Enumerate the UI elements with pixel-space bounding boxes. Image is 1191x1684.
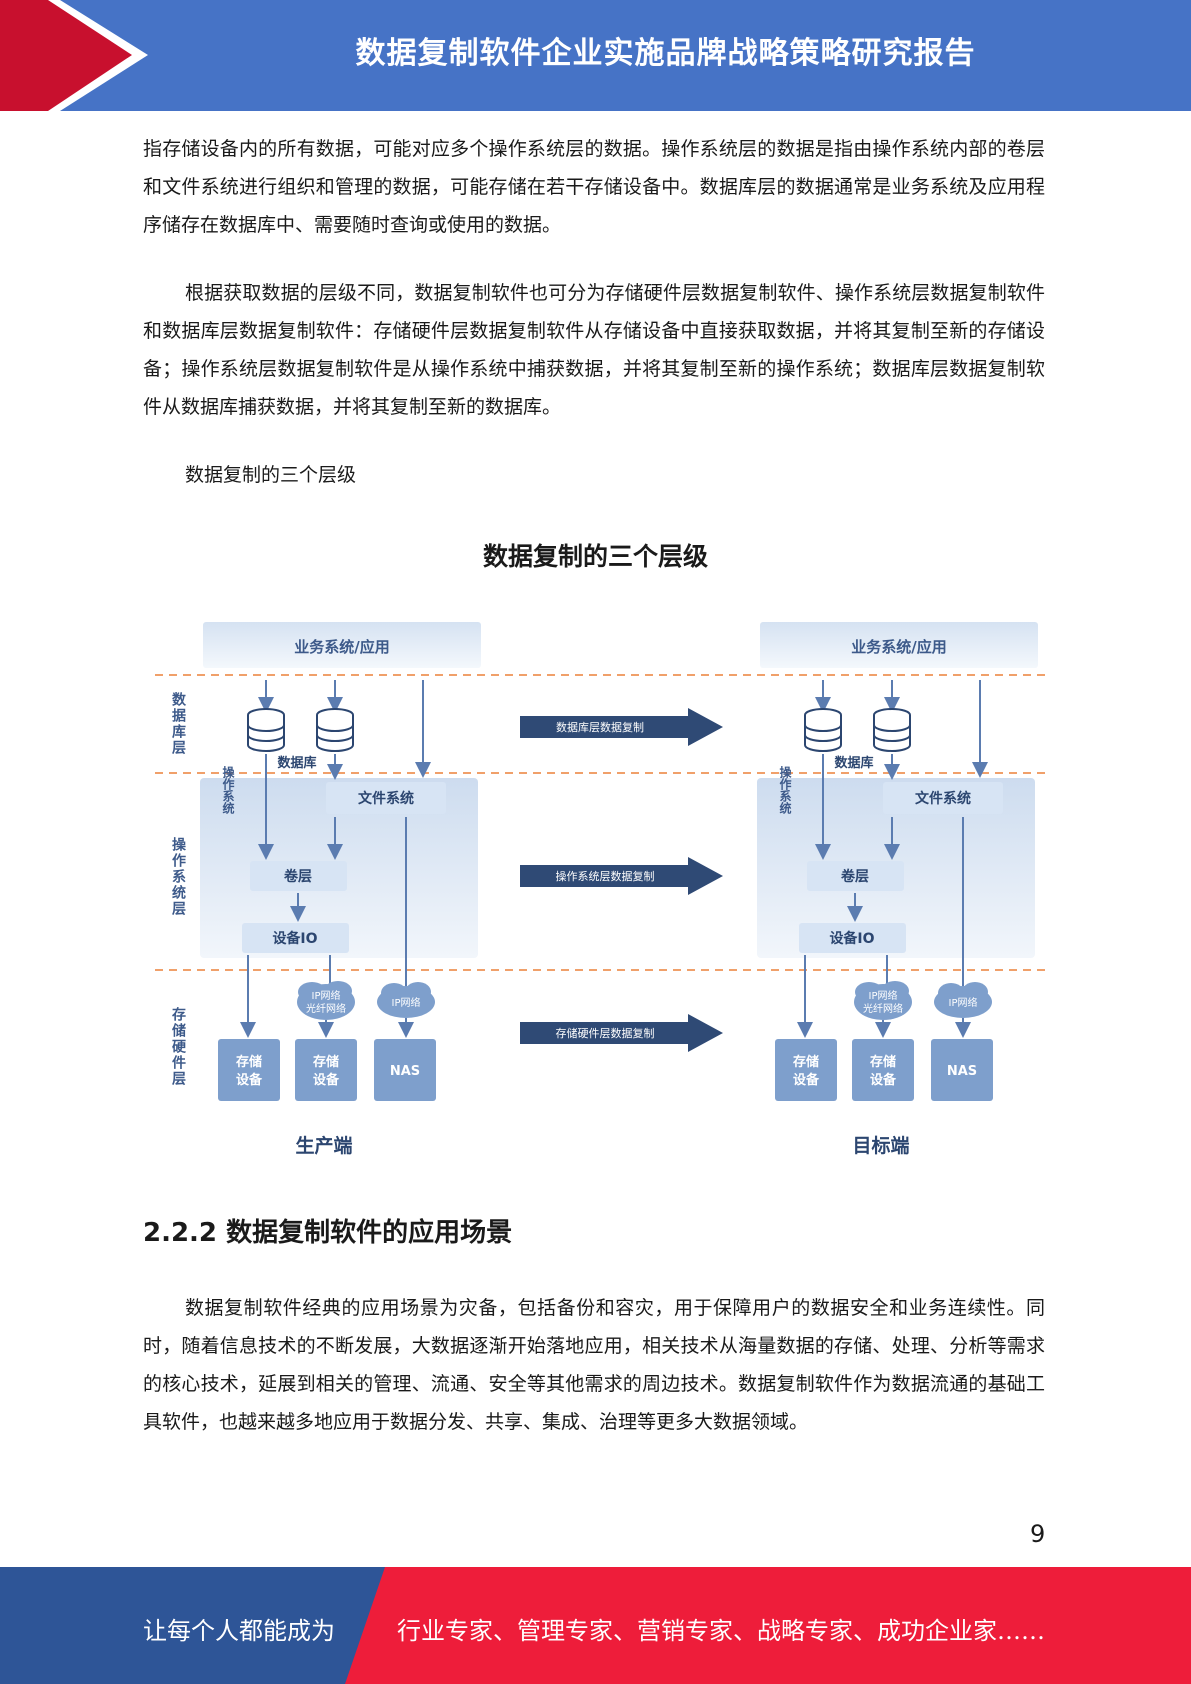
device-io-box	[799, 923, 906, 953]
storage-device-box	[295, 1039, 357, 1101]
app-box	[203, 622, 481, 668]
svg-text:存储: 存储	[870, 1054, 896, 1070]
filesystem-label: 文件系统	[358, 790, 414, 807]
device-io-label: 设备IO	[272, 930, 317, 947]
svg-text:存储: 存储	[313, 1054, 339, 1070]
volume-box	[250, 861, 347, 891]
storage-device-box	[852, 1039, 914, 1101]
database-icon	[316, 708, 354, 752]
svg-text:存储: 存储	[793, 1054, 819, 1070]
target-side: 业务系统/应用 数据库 操作系统 文件系统 卷层 设备IO	[757, 622, 1038, 1157]
svg-text:光纤网络: 光纤网络	[863, 1002, 903, 1015]
page-number: 9	[1030, 1520, 1046, 1548]
production-caption: 生产端	[295, 1134, 352, 1157]
os-label: 操作系统	[221, 765, 235, 815]
body-text: 指存储设备内的所有数据，可能对应多个操作系统层的数据。操作系统层的数据是指由操作…	[143, 130, 1045, 494]
svg-text:数据库层数据复制: 数据库层数据复制	[556, 720, 644, 734]
svg-text:操作系统层数据复制: 操作系统层数据复制	[556, 869, 655, 883]
storage-device-box	[218, 1039, 280, 1101]
svg-text:设备: 设备	[870, 1072, 897, 1088]
paragraph-replication-types: 根据获取数据的层级不同，数据复制软件也可分为存储硬件层数据复制软件、操作系统层数…	[143, 282, 1045, 418]
layer-label-database: 数据库层	[170, 691, 186, 756]
volume-label: 卷层	[283, 868, 312, 885]
layer-label-storage: 存储硬件层	[170, 1006, 187, 1087]
layer-label-os: 操作系统层	[170, 836, 186, 917]
app-label: 业务系统/应用	[294, 638, 389, 656]
filesystem-label: 文件系统	[915, 790, 971, 807]
svg-text:光纤网络: 光纤网络	[306, 1002, 346, 1015]
section-body: 数据复制软件经典的应用场景为灾备，包括备份和容灾，用于保障用户的数据安全和业务连…	[143, 1289, 1045, 1441]
database-icon	[804, 708, 842, 752]
svg-text:设备: 设备	[236, 1072, 263, 1088]
volume-box	[807, 861, 904, 891]
os-label: 操作系统	[778, 765, 792, 815]
ip-fiber-network-cloud-icon: IP网络 光纤网络	[297, 981, 355, 1020]
svg-text:NAS: NAS	[390, 1064, 420, 1079]
database-icon	[247, 708, 285, 752]
footer-slogan-right: 行业专家、管理专家、营销专家、战略专家、成功企业家……	[397, 1617, 1045, 1645]
filesystem-box	[326, 782, 446, 814]
svg-text:存储硬件层数据复制: 存储硬件层数据复制	[556, 1026, 655, 1040]
svg-text:设备: 设备	[793, 1072, 820, 1088]
ip-network-cloud-icon: IP网络	[934, 982, 992, 1018]
paragraph-application-scenarios: 数据复制软件经典的应用场景为灾备，包括备份和容灾，用于保障用户的数据安全和业务连…	[143, 1297, 1045, 1433]
production-side: 业务系统/应用 数据库 操作系统 文件系统 卷层 设备IO	[200, 622, 481, 1157]
target-caption: 目标端	[852, 1134, 909, 1157]
os-replication-arrow: 操作系统层数据复制	[520, 857, 723, 895]
database-replication-arrow: 数据库层数据复制	[520, 708, 723, 746]
db-label: 数据库	[834, 755, 873, 771]
nas-box	[374, 1039, 436, 1101]
volume-label: 卷层	[840, 868, 869, 885]
svg-text:IP网络: IP网络	[949, 996, 978, 1009]
header-chevron-decoration	[0, 0, 148, 111]
svg-text:NAS: NAS	[947, 1064, 977, 1079]
storage-device-box	[775, 1039, 837, 1101]
filesystem-box	[883, 782, 1003, 814]
figure-title: 数据复制的三个层级	[482, 542, 708, 571]
svg-text:IP网络: IP网络	[869, 989, 898, 1002]
storage-replication-arrow: 存储硬件层数据复制	[520, 1014, 723, 1052]
ip-fiber-network-cloud-icon: IP网络 光纤网络	[854, 981, 912, 1020]
app-label: 业务系统/应用	[851, 638, 946, 656]
device-io-box	[242, 923, 349, 953]
device-io-label: 设备IO	[829, 930, 874, 947]
header-title: 数据复制软件企业实施品牌战略策略研究报告	[355, 36, 976, 71]
svg-text:存储: 存储	[236, 1054, 262, 1070]
database-icon	[873, 708, 911, 752]
db-label: 数据库	[277, 755, 316, 771]
footer-slogan-left: 让每个人都能成为	[143, 1617, 335, 1645]
replication-layers-diagram: 数据库层 操作系统层 存储硬件层 业务系统/应用 数据库 操作系统 文件系统	[155, 622, 1050, 1157]
app-box	[760, 622, 1038, 668]
svg-text:IP网络: IP网络	[392, 996, 421, 1009]
page-header: 数据复制软件企业实施品牌战略策略研究报告	[0, 0, 1191, 111]
ip-network-cloud-icon: IP网络	[377, 982, 435, 1018]
page-footer-banner	[0, 1567, 1191, 1684]
svg-text:设备: 设备	[313, 1072, 340, 1088]
svg-text:IP网络: IP网络	[312, 989, 341, 1002]
paragraph-storage-data: 指存储设备内的所有数据，可能对应多个操作系统层的数据。操作系统层的数据是指由操作…	[143, 138, 1045, 236]
nas-box	[931, 1039, 993, 1101]
section-heading: 2.2.2 数据复制软件的应用场景	[143, 1218, 513, 1248]
figure-caption-text: 数据复制的三个层级	[185, 464, 357, 486]
